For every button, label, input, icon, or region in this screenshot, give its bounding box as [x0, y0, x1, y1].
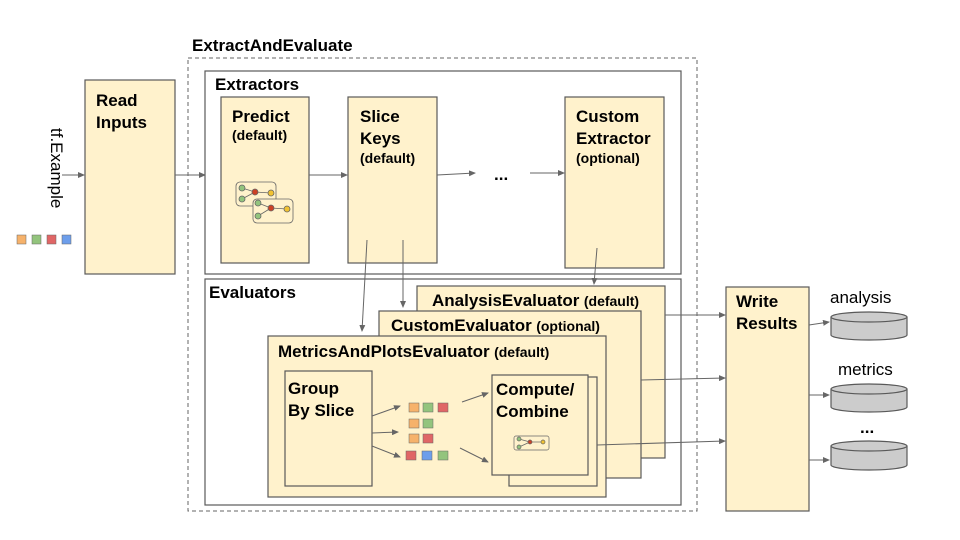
svg-text:MetricsAndPlotsEvaluator (defa: MetricsAndPlotsEvaluator (default) — [278, 342, 549, 361]
svg-text:Compute/: Compute/ — [496, 380, 575, 399]
model-graph-icon — [513, 435, 550, 451]
svg-text:(optional): (optional) — [576, 150, 640, 166]
metrics-and-plots-evaluator: MetricsAndPlotsEvaluator (default) Group… — [267, 335, 607, 498]
svg-text:(default): (default) — [232, 127, 287, 143]
svg-text:Combine: Combine — [496, 402, 569, 421]
svg-text:Extractors: Extractors — [215, 75, 299, 94]
svg-text:Group: Group — [288, 379, 339, 398]
outer-title: ExtractAndEvaluate — [192, 36, 353, 55]
svg-text:AnalysisEvaluator (default): AnalysisEvaluator (default) — [432, 291, 639, 310]
svg-text:Results: Results — [736, 314, 797, 333]
database-icon — [830, 311, 908, 341]
arrow — [596, 438, 726, 446]
svg-text:Write: Write — [736, 292, 778, 311]
arrow — [591, 247, 598, 285]
sliced-data-squares — [405, 402, 449, 461]
predict-extractor: Predict (default) — [220, 96, 310, 264]
svg-text:Inputs: Inputs — [96, 113, 147, 132]
svg-text:By Slice: By Slice — [288, 401, 354, 420]
extract-and-evaluate-boundary — [187, 57, 698, 512]
write-results-box: Write Results — [725, 286, 810, 512]
svg-text:Read: Read — [96, 91, 138, 110]
svg-text:CustomEvaluator (optional): CustomEvaluator (optional) — [391, 316, 600, 335]
output-label-metrics: metrics — [838, 360, 893, 379]
svg-text:Predict: Predict — [232, 107, 290, 126]
database-icon — [830, 383, 908, 413]
extractors-group: Extractors Predict (default) Slice Keys … — [204, 70, 682, 275]
group-by-slice-box: Group By Slice — [284, 370, 373, 487]
slice-keys-extractor: Slice Keys (default) — [347, 96, 438, 264]
database-icon — [830, 440, 908, 471]
svg-text:(default): (default) — [360, 150, 415, 166]
svg-text:Evaluators: Evaluators — [209, 283, 296, 302]
input-label: tf.Example — [47, 128, 66, 208]
custom-extractor: Custom Extractor (optional) — [564, 96, 665, 269]
output-label-analysis: analysis — [830, 288, 891, 307]
svg-text:Slice: Slice — [360, 107, 400, 126]
arrow — [640, 375, 726, 382]
arrow — [359, 239, 368, 332]
input-squares — [16, 234, 72, 245]
output-label-more: ... — [860, 418, 874, 437]
svg-text:Keys: Keys — [360, 129, 401, 148]
svg-text:Extractor: Extractor — [576, 129, 651, 148]
ellipsis: ... — [494, 165, 508, 184]
evaluators-group: Evaluators AnalysisEvaluator (default) C… — [204, 278, 682, 506]
read-inputs-box: Read Inputs — [84, 79, 176, 275]
compute-combine-box: Compute/ Combine — [491, 374, 598, 487]
output-databases: analysis metrics ... — [808, 288, 908, 471]
svg-text:Custom: Custom — [576, 107, 639, 126]
model-graph-icon — [235, 181, 294, 224]
